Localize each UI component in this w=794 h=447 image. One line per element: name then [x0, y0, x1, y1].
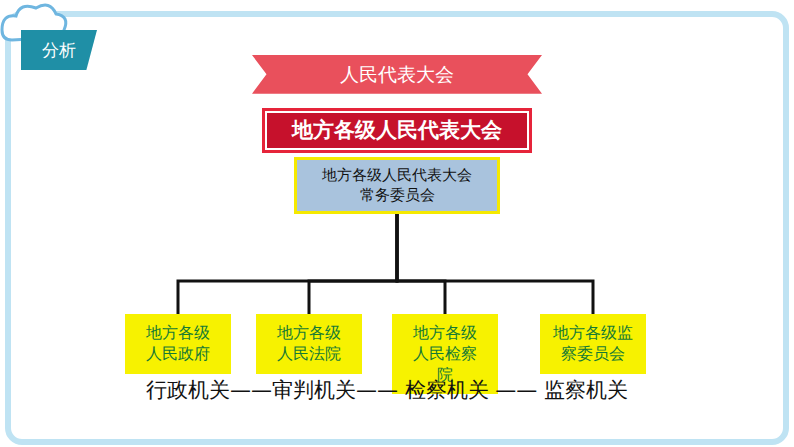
section-tab: 分析 [21, 30, 97, 70]
node-text: 地方各级人民代表大会 [292, 117, 502, 144]
tree-connector [397, 214, 593, 314]
tree-connector [178, 214, 397, 314]
organ-box: 地方各级人民法院 [256, 314, 362, 374]
frame-border [8, 14, 786, 442]
node-text: 人民代表大会 [340, 62, 454, 87]
assembly-box: 地方各级人民代表大会 [262, 108, 532, 153]
tree-connector [309, 214, 397, 314]
node-text: 分析 [42, 39, 76, 61]
tree-connector [397, 214, 445, 314]
node-text: 地方各级人民检察院 [411, 323, 478, 385]
organ-box: 地方各级人民政府 [125, 314, 231, 374]
organ-type-caption: 行政机关——审判机关—— 检察机关 —— 监察机关 [146, 376, 628, 404]
node-text: 地方各级人民代表大会常务委员会 [321, 166, 474, 205]
node-text: 地方各级人民政府 [144, 323, 211, 365]
node-text: 地方各级人民法院 [275, 323, 342, 365]
node-text: 地方各级监察委员会 [551, 323, 634, 365]
organ-box: 地方各级监察委员会 [540, 314, 646, 374]
ribbon-banner: 人民代表大会 [252, 55, 542, 94]
committee-box: 地方各级人民代表大会常务委员会 [294, 157, 500, 214]
